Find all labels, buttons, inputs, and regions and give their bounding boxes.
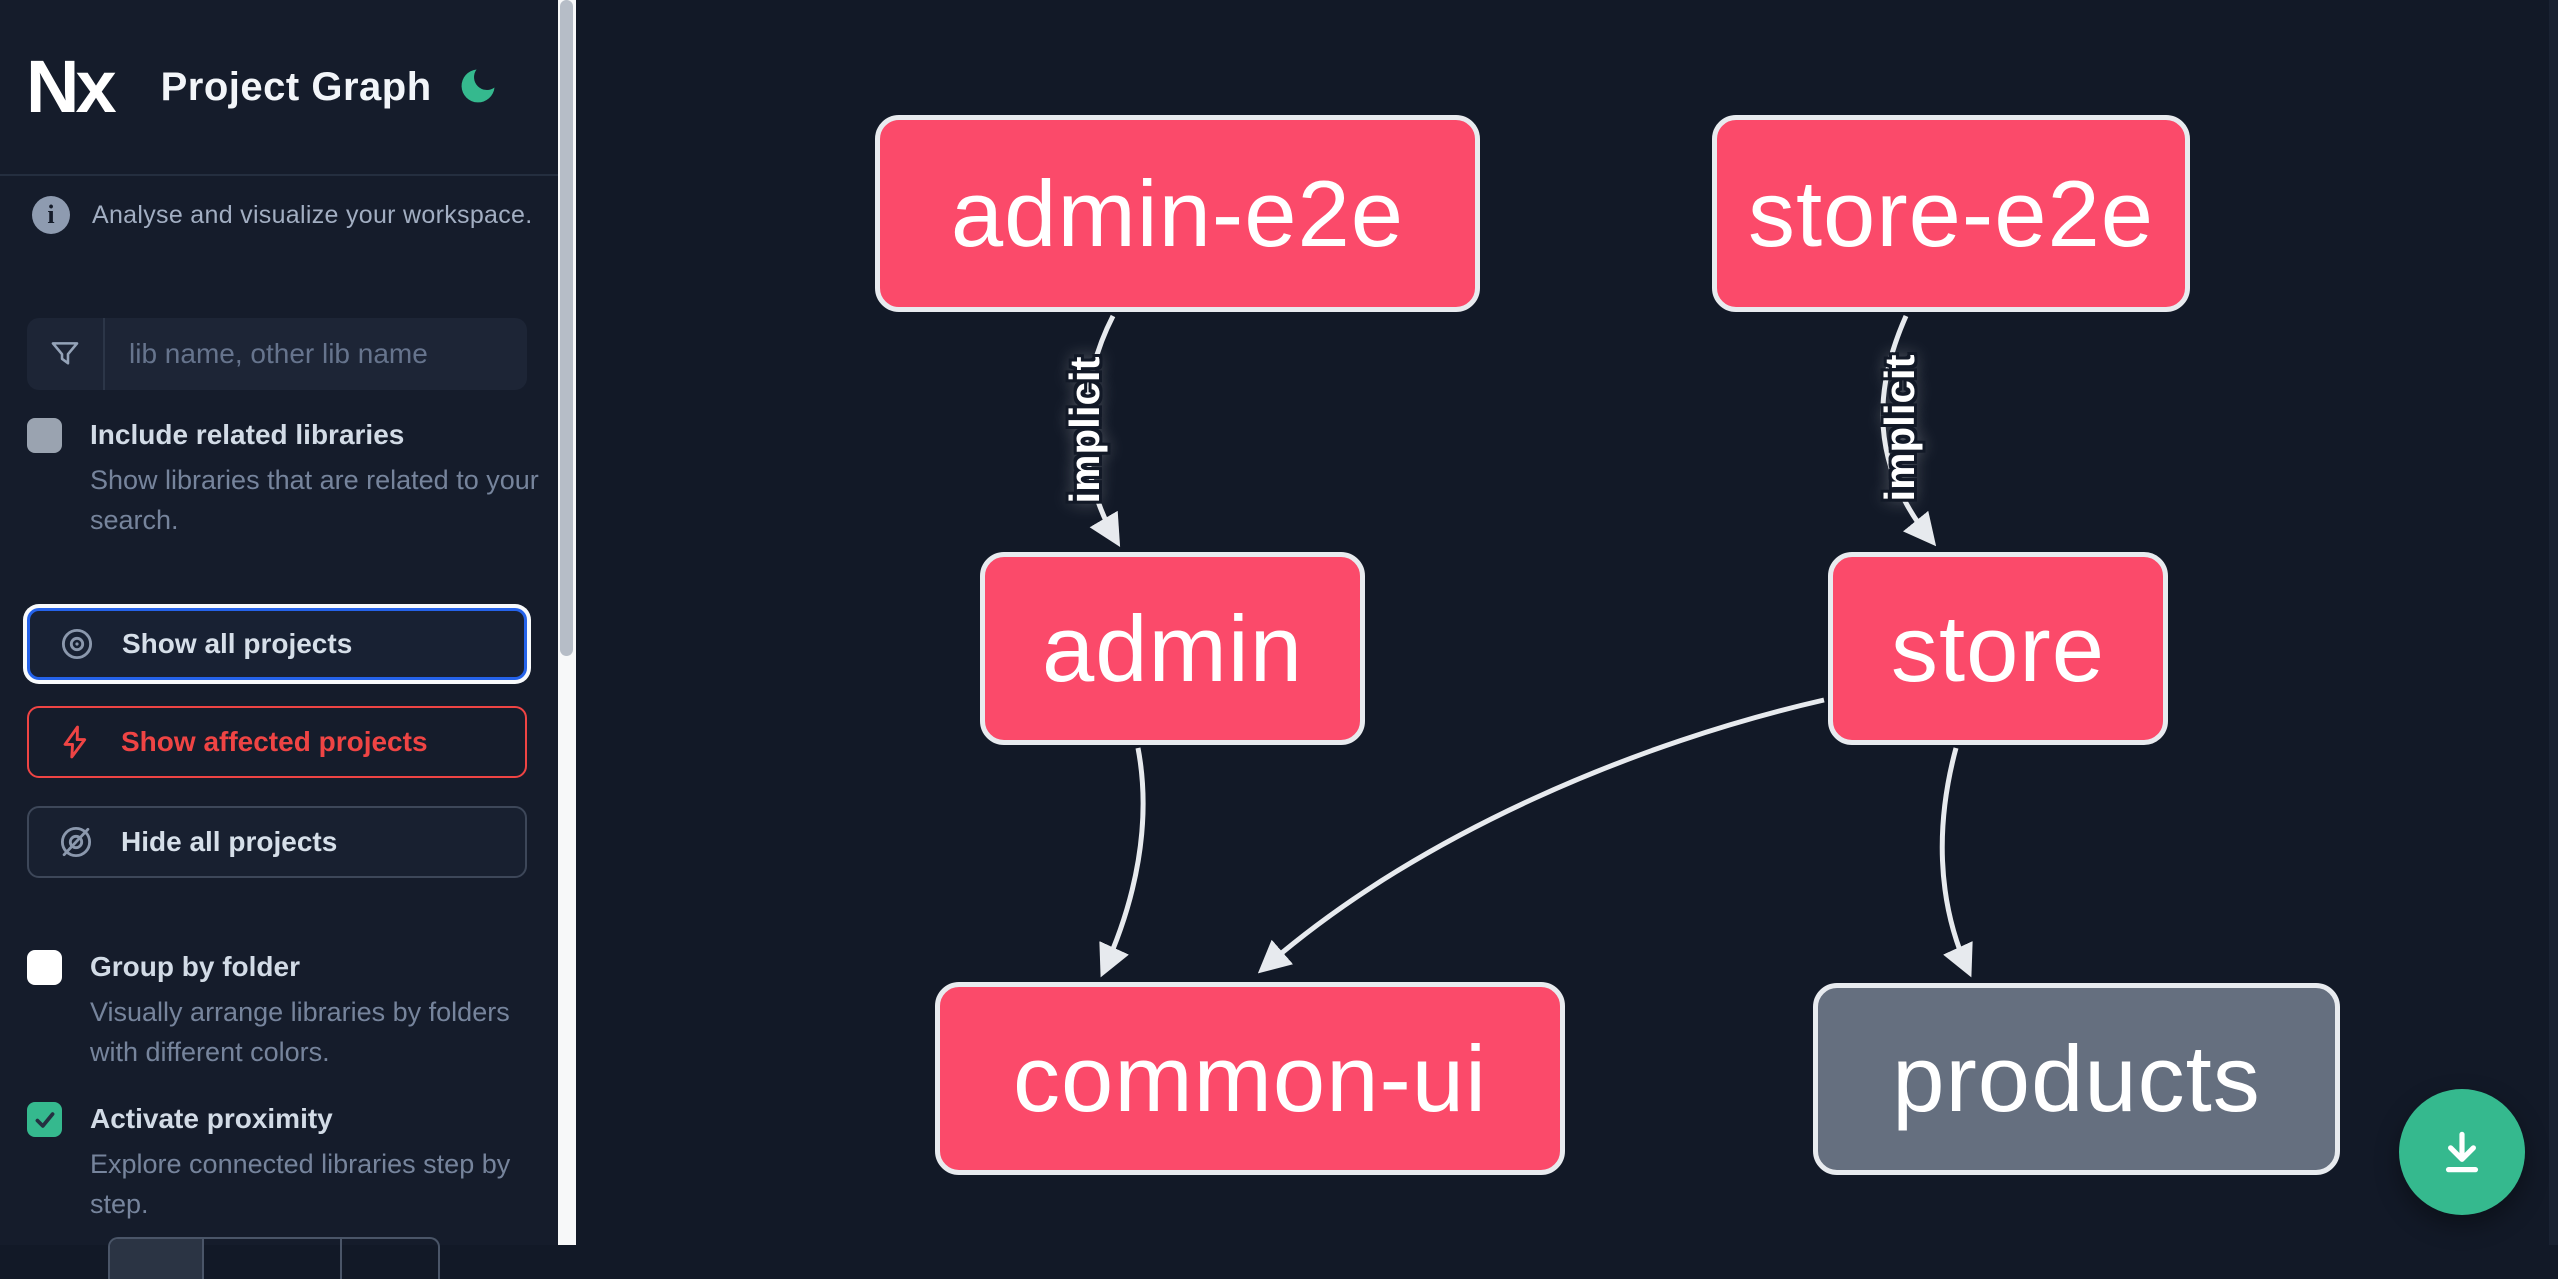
workspace-tagline: i Analyse and visualize your workspace. [32, 196, 542, 234]
show-affected-projects-label: Show affected projects [121, 726, 428, 757]
edge-label-implicit-admin: implicit [1061, 356, 1108, 504]
eye-off-icon [57, 823, 95, 861]
group-by-folder-description: Visually arrange libraries by folders wi… [90, 997, 510, 1067]
activate-proximity-group: Activate proximity Explore connected lib… [27, 1096, 510, 1224]
proximity-decrement-button[interactable] [110, 1239, 202, 1279]
include-related-checkbox[interactable] [27, 418, 62, 453]
edge-label-implicit-store: implicit [1876, 354, 1923, 502]
project-filter [27, 318, 527, 390]
hide-all-projects-label: Hide all projects [121, 826, 338, 857]
group-by-folder-checkbox[interactable] [27, 950, 62, 985]
proximity-value [202, 1239, 340, 1279]
graph-node-products[interactable]: products [1813, 983, 2340, 1175]
dark-mode-toggle-moon-icon[interactable] [456, 64, 500, 108]
eye-icon [58, 625, 96, 663]
filter-funnel-icon [27, 318, 105, 390]
graph-node-admin-e2e[interactable]: admin-e2e [875, 115, 1480, 312]
hide-all-projects-button[interactable]: Hide all projects [27, 806, 527, 878]
graph-node-store[interactable]: store [1828, 552, 2168, 745]
sidebar-scrollbar-thumb[interactable] [560, 0, 573, 656]
sidebar: Nx Project Graph i Analyse and visualize… [0, 0, 558, 1279]
include-related-label: Include related libraries [90, 419, 405, 450]
page-title: Project Graph [160, 64, 432, 109]
proximity-increment-button[interactable] [340, 1239, 438, 1279]
include-related-group: Include related libraries Show libraries… [27, 412, 539, 540]
info-icon: i [32, 196, 70, 234]
group-by-folder-label: Group by folder [90, 951, 300, 982]
download-image-button[interactable] [2399, 1089, 2525, 1215]
download-icon [2445, 1131, 2479, 1173]
activate-proximity-description: Explore connected libraries step by step… [90, 1149, 511, 1219]
lightning-bolt-icon [57, 723, 95, 761]
include-related-description: Show libraries that are related to your … [90, 465, 539, 535]
graph-node-store-e2e[interactable]: store-e2e [1712, 115, 2190, 312]
show-affected-projects-button[interactable]: Show affected projects [27, 706, 527, 778]
proximity-stepper [108, 1237, 440, 1279]
activate-proximity-label: Activate proximity [90, 1103, 333, 1134]
canvas-scrollbar[interactable] [2549, 0, 2558, 1245]
checkmark-icon [35, 1111, 54, 1128]
show-all-projects-button[interactable]: Show all projects [27, 608, 527, 680]
group-by-folder-group: Group by folder Visually arrange librari… [27, 944, 510, 1072]
graph-node-common-ui[interactable]: common-ui [935, 982, 1565, 1175]
show-all-projects-label: Show all projects [122, 628, 353, 659]
search-input[interactable] [105, 318, 527, 390]
sidebar-scrollbar[interactable] [558, 0, 576, 1245]
tagline-text: Analyse and visualize your workspace. [92, 200, 533, 229]
nx-logo: Nx [26, 45, 117, 128]
graph-node-admin[interactable]: admin [980, 552, 1365, 745]
activate-proximity-checkbox[interactable] [27, 1102, 62, 1137]
sidebar-header: Nx Project Graph [0, 0, 558, 176]
